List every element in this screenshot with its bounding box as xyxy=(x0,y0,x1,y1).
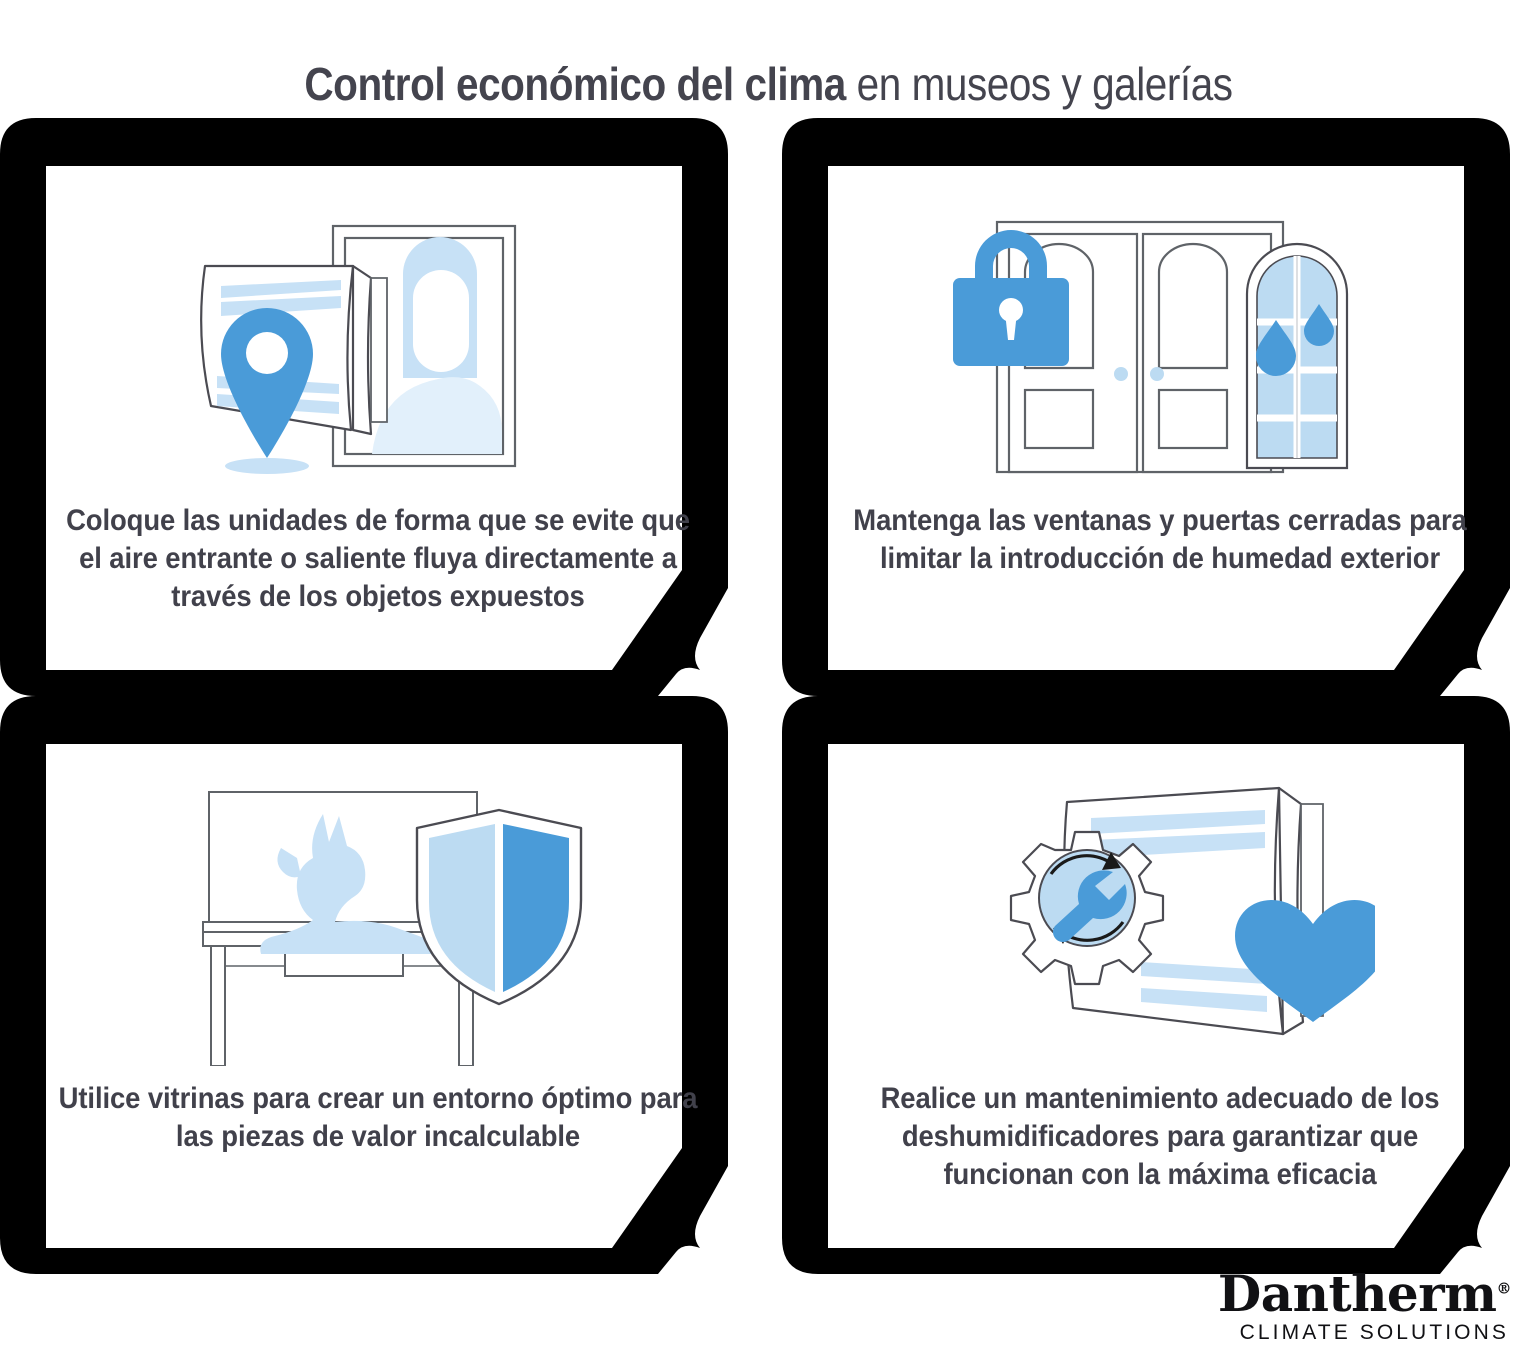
card-grid: Coloque las unidades de forma que se evi… xyxy=(0,118,1537,1274)
logo-registered-mark: ® xyxy=(1496,1279,1512,1298)
page-title-light: en museos y galerías xyxy=(845,57,1233,110)
card-closed-openings[interactable]: Mantenga las ventanas y puertas cerradas… xyxy=(782,118,1537,696)
page-title-bold: Control económico del clima xyxy=(304,57,846,110)
page-title: Control económico del clima en museos y … xyxy=(92,59,1445,110)
card-frame xyxy=(0,118,728,696)
card-display-cases[interactable]: Utilice vitrinas para crear un entorno ó… xyxy=(0,696,755,1274)
card-frame xyxy=(0,696,728,1274)
card-frame xyxy=(782,118,1510,696)
logo-brand: Dantherm® xyxy=(1218,1269,1512,1319)
dantherm-logo: Dantherm® CLIMATE SOLUTIONS xyxy=(1218,1269,1512,1345)
card-frame xyxy=(782,696,1510,1274)
logo-brand-text: Dantherm xyxy=(1217,1264,1497,1323)
card-maintenance[interactable]: Realice un mantenimiento adecuado de los… xyxy=(782,696,1537,1274)
logo-tagline: CLIMATE SOLUTIONS xyxy=(1239,1321,1509,1344)
card-placement[interactable]: Coloque las unidades de forma que se evi… xyxy=(0,118,755,696)
